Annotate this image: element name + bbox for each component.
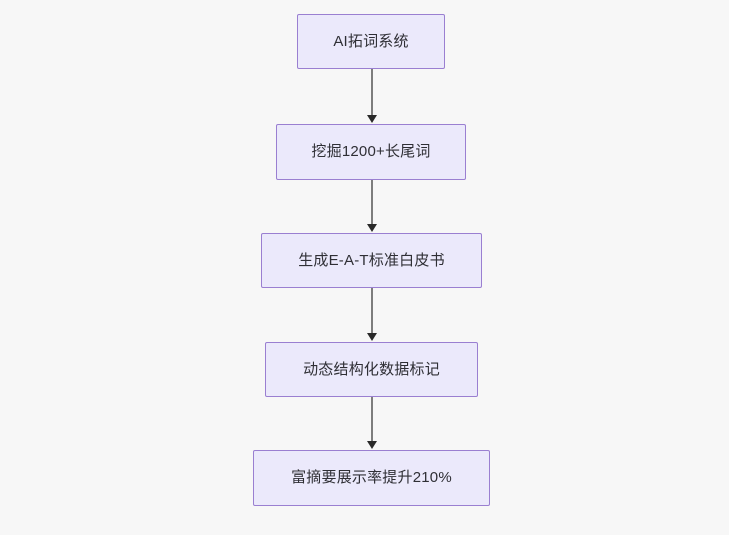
flow-node-label: 生成E-A-T标准白皮书 — [298, 251, 445, 269]
flow-node-label: 富摘要展示率提升210% — [291, 469, 452, 486]
arrowhead-icon — [367, 115, 377, 123]
edge-line — [371, 397, 373, 442]
flow-node-label: 挖掘1200+长尾词 — [311, 143, 431, 160]
edge-line — [371, 288, 373, 334]
edge-line — [371, 180, 373, 225]
flow-node-dynamic-structured-data-markup[interactable]: 动态结构化数据标记 — [265, 342, 478, 397]
flow-node-label: 动态结构化数据标记 — [303, 360, 440, 378]
flow-node-label: AI拓词系统 — [333, 32, 409, 50]
edge-line — [371, 69, 373, 116]
arrowhead-icon — [367, 224, 377, 232]
flow-node-mine-longtail-keywords[interactable]: 挖掘1200+长尾词 — [276, 124, 466, 180]
flow-node-ai-keyword-system[interactable]: AI拓词系统 — [297, 14, 445, 69]
flow-node-rich-snippet-uplift[interactable]: 富摘要展示率提升210% — [253, 450, 490, 506]
edge-node2-to-node3 — [367, 180, 377, 233]
edge-node1-to-node2 — [367, 69, 377, 124]
flow-node-generate-eat-whitepaper[interactable]: 生成E-A-T标准白皮书 — [261, 233, 482, 288]
arrowhead-icon — [367, 333, 377, 341]
arrowhead-icon — [367, 441, 377, 449]
edge-node3-to-node4 — [367, 288, 377, 342]
edge-node4-to-node5 — [367, 397, 377, 450]
